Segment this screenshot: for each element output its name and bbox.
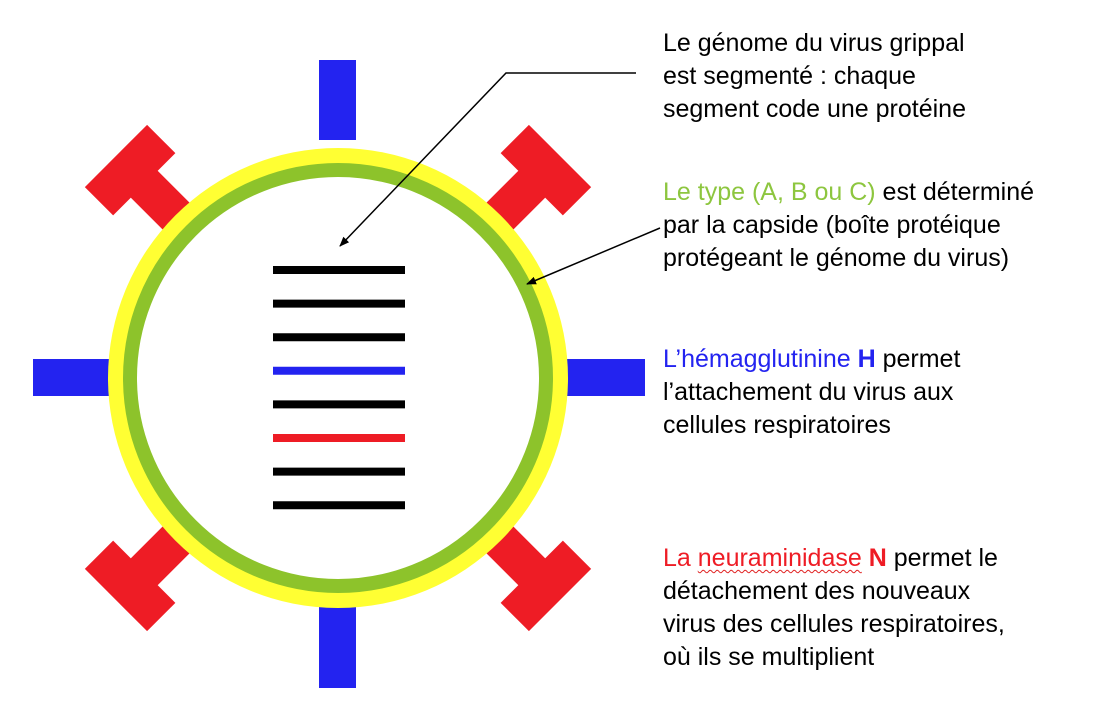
hemagglutinin-spikes <box>33 60 645 688</box>
neuraminidase-annotation-line: virus des cellules respiratoires, <box>663 610 1005 638</box>
hemagglutinin-name: L’hémagglutinine <box>663 345 858 373</box>
neuraminidase-annotation-text: permet le <box>886 544 998 572</box>
neuraminidase-annotation: La neuraminidase N permet le détachement… <box>663 542 1005 674</box>
type-annotation-text: est déterminé <box>875 178 1035 206</box>
genome-annotation: Le génome du virus grippal est segmenté … <box>663 27 966 126</box>
neuraminidase-space <box>862 544 869 572</box>
neuraminidase-symbol: N <box>868 544 887 572</box>
neuraminidase-annotation-line: détachement des nouveaux <box>663 577 971 605</box>
capsid-callout-arrow <box>526 227 661 285</box>
hemagglutinin-annotation-line: cellules respiratoires <box>663 411 891 439</box>
type-annotation: Le type (A, B ou C) est déterminé par la… <box>663 176 1034 275</box>
genome-annotation-line: segment code une protéine <box>663 95 966 123</box>
hemagglutinin-annotation-line: l’attachement du virus aux <box>663 378 954 406</box>
hemagglutinin-spike-top <box>319 60 356 140</box>
type-annotation-line: protégeant le génome du virus) <box>663 244 1010 272</box>
hemagglutinin-annotation: L’hémagglutinine H permet l’attachement … <box>663 343 960 442</box>
hemagglutinin-annotation-text: permet <box>875 345 961 373</box>
neuraminidase-name: neuraminidase <box>697 544 862 572</box>
genome-annotation-line: est segmenté : chaque <box>663 62 916 90</box>
hemagglutinin-spike-left <box>33 359 113 396</box>
hemagglutinin-spike-right <box>563 359 645 396</box>
capsid-ring <box>123 163 553 593</box>
type-annotation-line: par la capside (boîte protéique <box>663 211 1001 239</box>
hemagglutinin-symbol: H <box>857 345 876 373</box>
genome-annotation-line: Le génome du virus grippal <box>663 29 965 57</box>
hemagglutinin-spike-bottom <box>319 606 356 688</box>
type-highlight: Le type (A, B ou C) <box>663 178 876 206</box>
neuraminidase-prefix: La <box>663 544 698 572</box>
genome-segments <box>273 266 405 510</box>
neuraminidase-annotation-line: où ils se multiplient <box>663 643 875 671</box>
genome-callout-arrow <box>339 72 636 247</box>
